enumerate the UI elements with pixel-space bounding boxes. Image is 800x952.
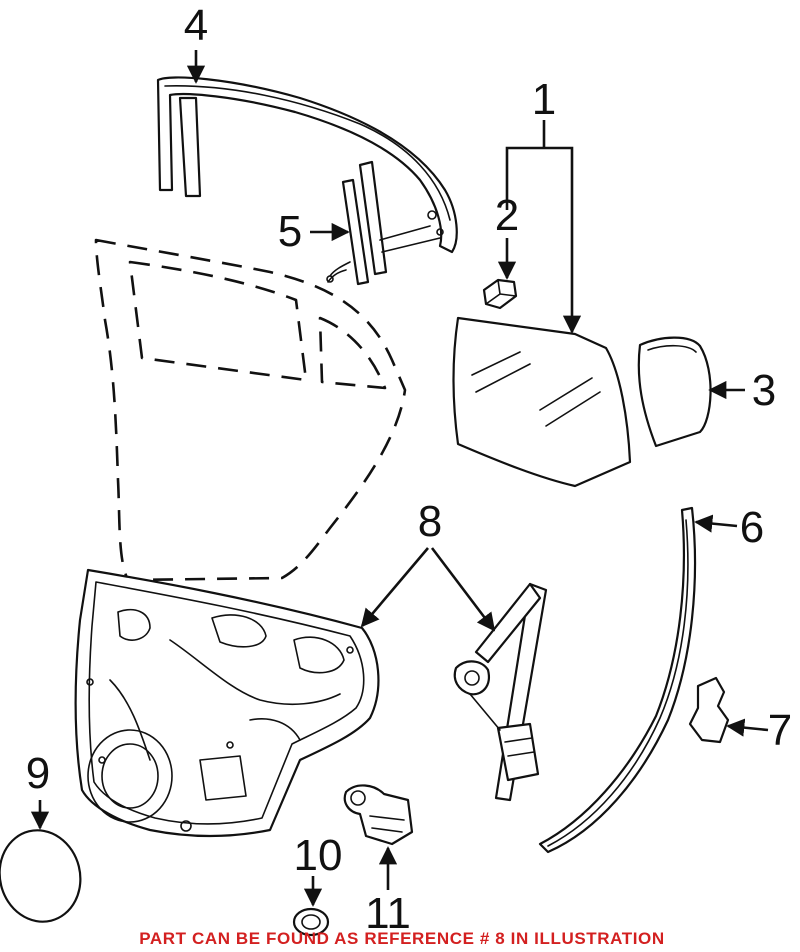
door-shell-outline xyxy=(94,238,407,582)
part-3-fixed-glass xyxy=(637,336,712,448)
part-4-window-frame xyxy=(156,76,458,276)
footer-note: PART CAN BE FOUND AS REFERENCE # 8 IN IL… xyxy=(139,929,665,948)
part-6-door-seal xyxy=(538,506,697,854)
part-11-window-motor xyxy=(343,784,414,846)
part-8-window-regulator xyxy=(453,582,548,802)
callout-5: 5 xyxy=(278,207,302,256)
callout-3: 3 xyxy=(752,366,776,415)
leader-lines xyxy=(30,50,769,907)
part-7-bracket xyxy=(688,676,730,744)
part-5-division-bar xyxy=(326,178,370,286)
callout-1: 1 xyxy=(532,75,556,124)
part-1-door-glass xyxy=(452,316,632,488)
callout-8: 8 xyxy=(418,497,442,546)
callout-11: 11 xyxy=(365,889,411,938)
part-10-plug xyxy=(292,907,330,937)
part-9-seal-ring xyxy=(0,829,82,923)
callout-6: 6 xyxy=(740,503,764,552)
callout-9: 9 xyxy=(26,749,50,798)
callout-7: 7 xyxy=(768,706,792,755)
part-8-door-carrier-panel xyxy=(74,568,380,838)
part-2-glass-clip xyxy=(482,278,518,310)
callout-2: 2 xyxy=(495,191,519,240)
callout-4: 4 xyxy=(184,1,208,50)
callout-10: 10 xyxy=(294,831,343,880)
